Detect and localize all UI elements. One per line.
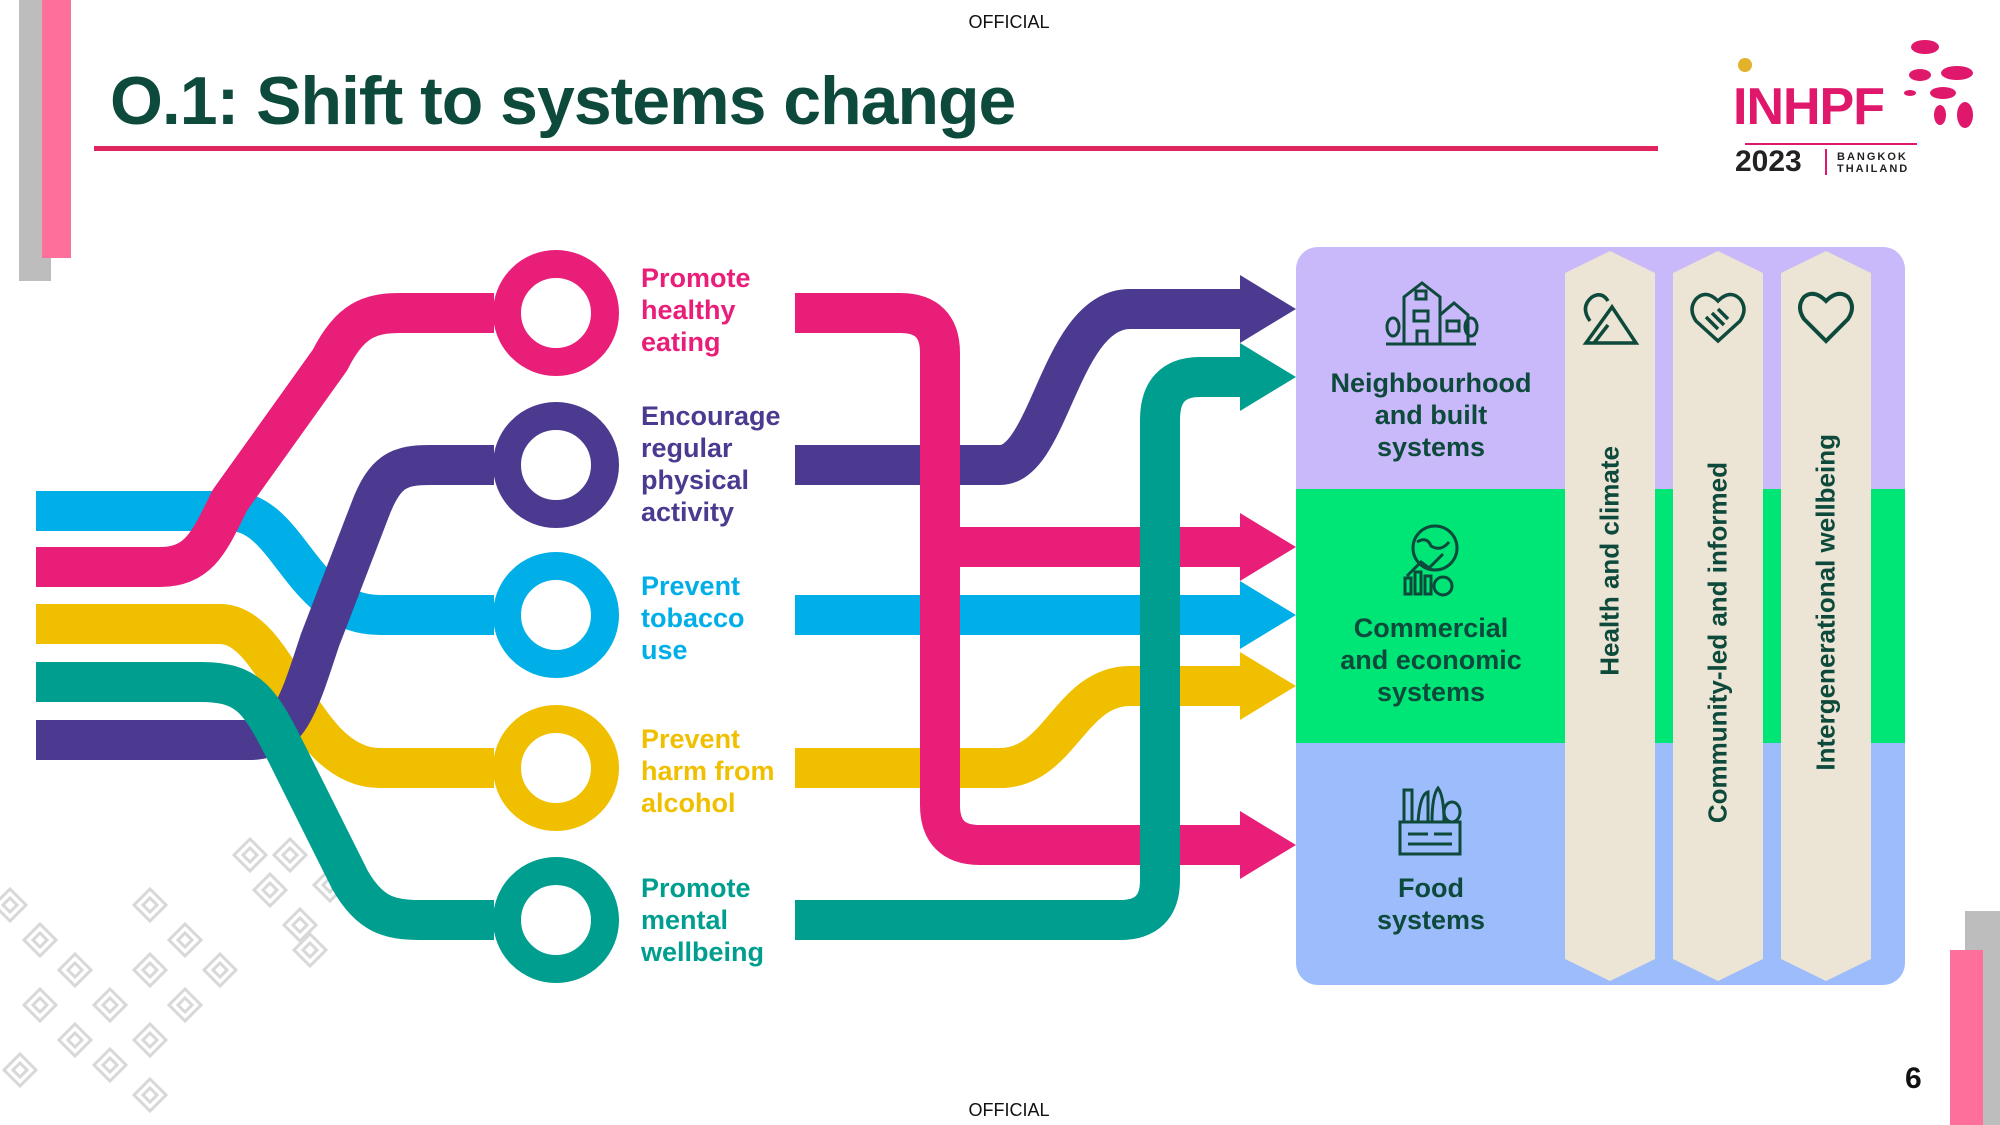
label-line: healthy <box>641 295 736 325</box>
handshake-heart-icon <box>1688 287 1748 347</box>
globe-economy-icon <box>1403 524 1459 597</box>
system-line: Commercial <box>1353 613 1509 643</box>
label-line: physical <box>641 465 750 495</box>
arrowhead-yellow <box>1240 652 1296 720</box>
flow-line-pink-right <box>795 293 1250 865</box>
flow-line-yellow-right <box>795 666 1250 788</box>
pattern-diamond <box>21 986 59 1024</box>
page-title: O.1: Shift to systems change <box>110 63 1016 139</box>
logo-location-2: THAILAND <box>1837 163 1910 175</box>
system-line: systems <box>1376 677 1486 707</box>
classification-top: OFFICIAL <box>968 12 1050 32</box>
pattern-diamond <box>166 986 204 1024</box>
pattern-diamond <box>251 871 289 909</box>
pillar-label: Intergenerational wellbeing <box>1810 434 1841 771</box>
pattern-diamond <box>91 986 129 1024</box>
label-line: activity <box>641 497 735 527</box>
pillar-health-climate: Health and climate <box>1565 251 1655 981</box>
label-line: wellbeing <box>641 937 765 967</box>
accent-bar-pink <box>42 0 71 258</box>
label-line: mental <box>641 905 729 935</box>
label-line: alcohol <box>641 788 736 818</box>
flow-line-pink-left <box>36 293 494 587</box>
pattern-diamond <box>291 931 329 969</box>
label-line: eating <box>641 327 721 357</box>
pattern-diamond <box>131 886 169 924</box>
pattern-diamond <box>56 951 94 989</box>
logo-year: 2023 <box>1735 145 1802 178</box>
pillar-intergenerational: Intergenerational wellbeing <box>1781 251 1871 981</box>
heart-icon <box>1796 287 1856 347</box>
node-circle-alcohol <box>493 705 619 831</box>
pattern-diamond <box>0 886 29 924</box>
arrowhead-pink <box>1240 513 1296 581</box>
node-circle-mental <box>493 857 619 983</box>
pattern-diamond <box>1 1051 39 1089</box>
arrowhead-purple <box>1240 275 1296 343</box>
flow-line-purple-right <box>795 289 1250 485</box>
node-circle-activity <box>493 402 619 528</box>
system-line: systems <box>1376 905 1486 935</box>
system-line: Neighbourhood <box>1330 368 1532 398</box>
logo-graphic <box>1738 40 1973 175</box>
classification-bottom: OFFICIAL <box>968 1100 1050 1120</box>
label-line: Promote <box>641 263 751 293</box>
pattern-diamond <box>281 906 319 944</box>
food-basket-icon <box>1398 785 1462 856</box>
inhpf-logo: INHPF 2023 BANGKOK THAILAND <box>1725 35 1985 180</box>
system-line: and economic <box>1340 645 1522 675</box>
mountain-cloud-icon <box>1580 287 1640 347</box>
pattern-diamond <box>131 1076 169 1114</box>
logo-name: INHPF <box>1733 78 1885 136</box>
label-line: harm from <box>641 756 775 786</box>
pattern-diamond <box>21 921 59 959</box>
pattern-diamond <box>271 836 309 874</box>
pattern-diamond <box>91 1046 129 1084</box>
node-circle-tobacco <box>493 552 619 678</box>
buildings-icon <box>1385 281 1479 346</box>
accent-bar-pink-bottom <box>1950 950 1983 1125</box>
pattern-diamond <box>166 921 204 959</box>
pillar-community: Community-led and informed <box>1673 251 1763 981</box>
pillar-label: Community-led and informed <box>1702 461 1733 823</box>
arrowhead-blue <box>1240 581 1296 649</box>
label-line: Encourage <box>641 401 781 431</box>
arrowhead-pink-food <box>1240 811 1296 879</box>
pattern-diamond <box>56 1021 94 1059</box>
title-underline <box>94 146 1658 151</box>
label-line: tobacco <box>641 603 745 633</box>
decorative-pattern <box>0 836 349 1114</box>
flow-line-teal-left <box>36 662 494 940</box>
flow-line-teal-right <box>795 357 1250 940</box>
page-number: 6 <box>1905 1062 1922 1095</box>
label-line: Prevent <box>641 724 741 754</box>
system-line: systems <box>1376 432 1486 462</box>
label-line: use <box>641 635 688 665</box>
pattern-diamond <box>201 951 239 989</box>
label-line: Prevent <box>641 571 741 601</box>
pattern-diamond <box>231 836 269 874</box>
logo-location-1: BANGKOK <box>1837 151 1908 163</box>
system-line: and built <box>1374 400 1488 430</box>
node-circle-eating <box>493 250 619 376</box>
label-line: Promote <box>641 873 751 903</box>
pattern-diamond <box>131 1021 169 1059</box>
label-line: regular <box>641 433 733 463</box>
pattern-diamond <box>131 951 169 989</box>
system-line: Food <box>1398 873 1464 903</box>
flow-diagram <box>36 250 1296 983</box>
arrowhead-teal <box>1240 343 1296 411</box>
pillar-label: Health and climate <box>1594 446 1625 676</box>
